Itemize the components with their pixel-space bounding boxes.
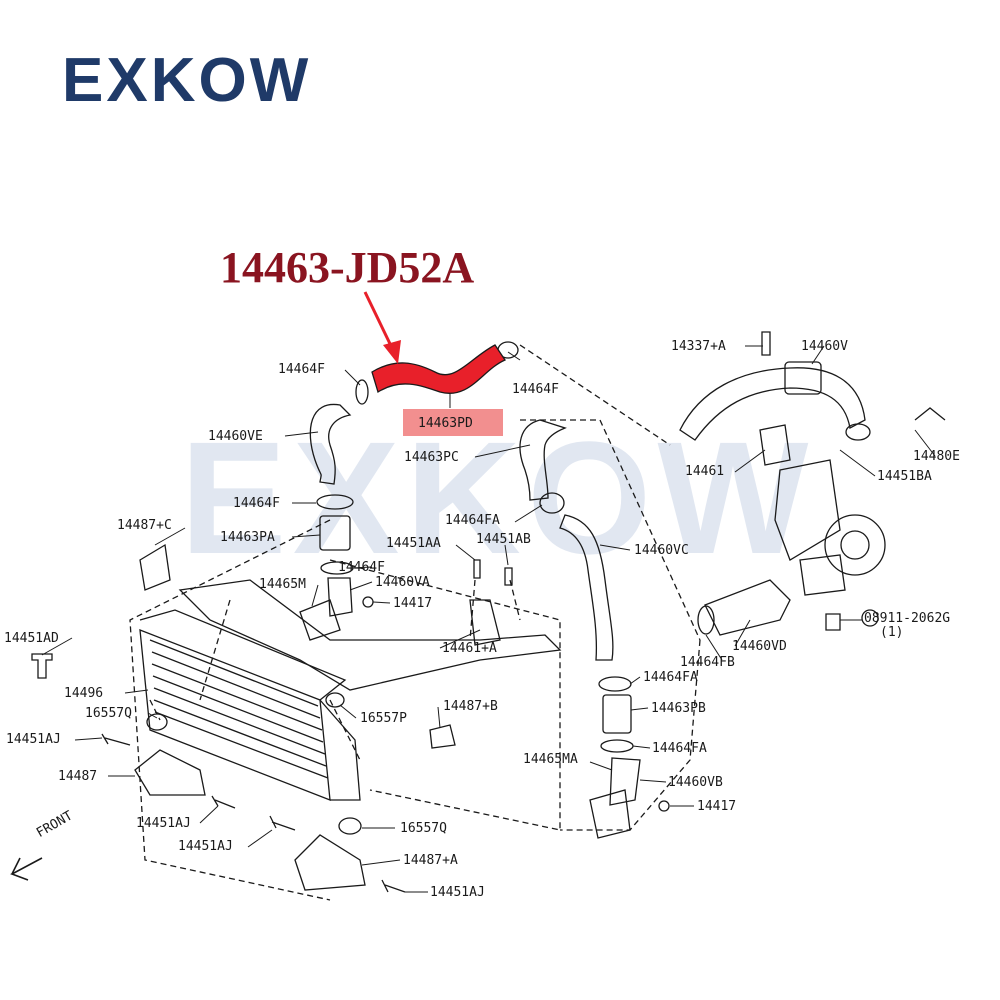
bolt-14451aj-a [101, 733, 131, 746]
clamp-14464fa-mid [598, 676, 632, 692]
nut-08911 [861, 609, 879, 627]
label-14451aj-c: 14451AJ [178, 839, 233, 854]
label-14487c: 14487+C [117, 518, 172, 533]
nut-14417-b [658, 800, 670, 812]
bracket-14487a [294, 834, 366, 891]
support-frame [178, 579, 562, 691]
pipe-14460va [327, 577, 353, 617]
label-14451aj-d: 14451AJ [430, 885, 485, 900]
pipe-14460vd [704, 579, 791, 636]
bolt-14337a [761, 331, 771, 356]
mount-16557q-b [338, 817, 362, 835]
gasket-14465ma [589, 789, 631, 839]
bolt-14451ad [31, 653, 53, 679]
label-14480e: 14480E [913, 449, 960, 464]
gasket-14465m [299, 599, 341, 641]
label-08911-2062g: 08911-2062G [864, 611, 951, 626]
label-14451aa: 14451AA [386, 536, 441, 551]
nut-08911-body [825, 613, 841, 631]
bolt-14451ab [504, 567, 513, 586]
label-14460vc: 14460VC [634, 543, 689, 558]
label-14464fa-c: 14464FA [652, 741, 707, 756]
label-14417-a: 14417 [393, 596, 433, 611]
turbocharger [774, 459, 886, 596]
routing-lines [129, 344, 701, 901]
label-16557q-b: 16557Q [400, 821, 447, 836]
bracket-14487c [139, 543, 171, 591]
label-14465ma: 14465MA [523, 752, 578, 767]
label-14417-b: 14417 [697, 799, 737, 814]
label-14464fb: 14464FB [680, 655, 735, 670]
label-14463pc: 14463PC [404, 450, 459, 465]
intercooler-14496 [139, 609, 361, 801]
label-14463pa: 14463PA [220, 530, 275, 545]
leader-lines [41, 345, 936, 893]
mount-16557q-a [146, 713, 168, 731]
bolt-14451aa [473, 559, 481, 579]
hose-14463pb [602, 694, 632, 734]
hose-14460ve [309, 403, 352, 485]
brand-logo: EXKOW [62, 46, 312, 115]
label-14451ab: 14451AB [476, 532, 531, 547]
pipe-14460vb [609, 757, 641, 806]
clamp-14464fb [697, 605, 715, 635]
hose-14463pa [319, 515, 351, 551]
bracket-14487 [134, 749, 206, 796]
clamp-14464fa-top [539, 492, 565, 514]
bracket-14461 [759, 424, 791, 466]
label-14461a: 14461+A [442, 641, 497, 656]
label-14463pb: 14463PB [651, 701, 706, 716]
label-14487a: 14487+A [403, 853, 458, 868]
pipe-14460v [679, 367, 866, 441]
label-08911-qty: (1) [880, 625, 904, 640]
label-14464f-a: 14464F [278, 362, 325, 377]
hose-14463pd [371, 344, 506, 394]
clamp-14464f-mid [316, 494, 354, 510]
clamp-14464fa-low [600, 739, 634, 753]
label-14337a: 14337+A [671, 339, 726, 354]
clip-14480e [914, 407, 946, 421]
label-16557q-a: 16557Q [85, 706, 132, 721]
label-14464f-b: 14464F [512, 382, 559, 397]
bolt-14451aj-d [381, 879, 406, 893]
bolt-14451aj-c [269, 815, 296, 831]
part-number-title: 14463-JD52A [220, 243, 475, 292]
label-14460ve: 14460VE [208, 429, 263, 444]
hose-14460vc [559, 514, 614, 661]
bracket-14487b [429, 724, 456, 749]
label-14451ad: 14451AD [4, 631, 59, 646]
bolt-14451aj-b [211, 795, 236, 809]
label-14460vd: 14460VD [732, 639, 787, 654]
label-14496: 14496 [64, 686, 104, 701]
label-14460v: 14460V [801, 339, 848, 354]
part-highlight-box [403, 409, 503, 436]
label-14461: 14461 [685, 464, 725, 479]
pointer-arrow [363, 291, 401, 364]
clamp-14480e [845, 423, 871, 441]
label-14460vb: 14460VB [668, 775, 723, 790]
label-14487b: 14487+B [443, 699, 498, 714]
label-14460va: 14460VA [375, 575, 430, 590]
front-arrow-icon [10, 857, 43, 881]
label-14464f-c: 14464F [233, 496, 280, 511]
coupler-14460v [784, 361, 822, 395]
label-14487: 14487 [58, 769, 98, 784]
label-14451aj-a: 14451AJ [6, 732, 61, 747]
label-14463pd: 14463PD [418, 416, 473, 431]
label-16557p: 16557P [360, 711, 407, 726]
mount-16557p [325, 692, 345, 708]
clamp-14464f-left [355, 379, 369, 405]
watermark-text: EXKOW [180, 408, 815, 587]
label-14464fa-b: 14464FA [643, 670, 698, 685]
label-14464fa-a: 14464FA [445, 513, 500, 528]
nut-14417-a [362, 596, 374, 608]
label-14451aj-b: 14451AJ [136, 816, 191, 831]
label-14465m: 14465M [259, 577, 306, 592]
bracket-14461a [469, 599, 501, 646]
hose-14463pc [519, 419, 567, 501]
label-14451ba: 14451BA [877, 469, 932, 484]
label-14464f-d: 14464F [338, 560, 385, 575]
